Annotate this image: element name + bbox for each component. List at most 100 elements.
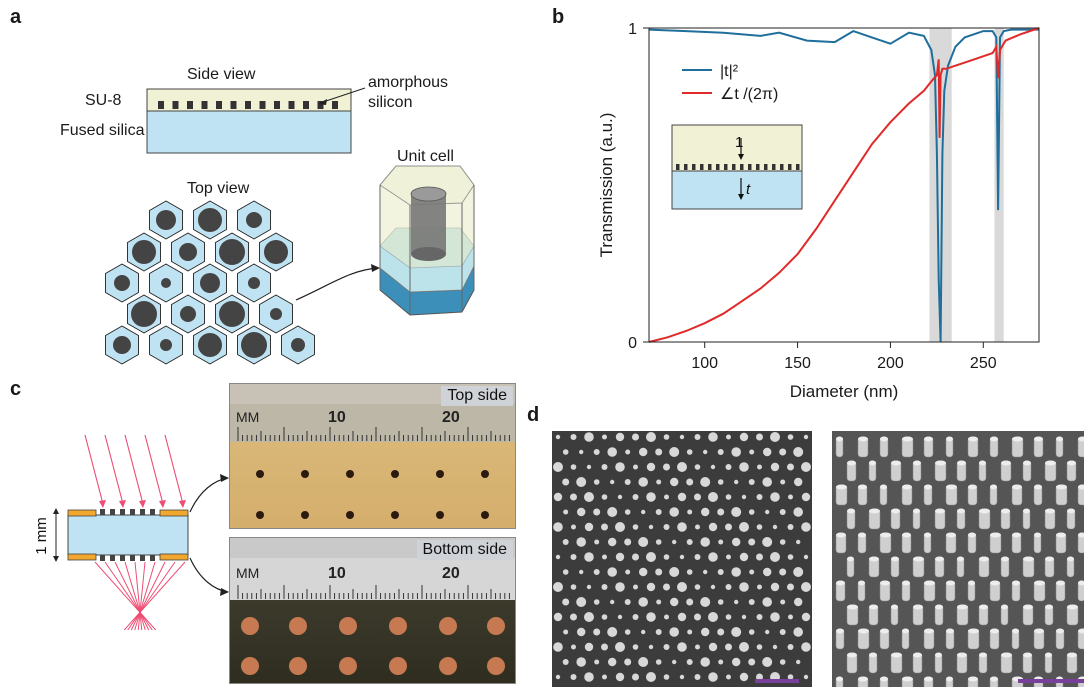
sem-pillar bbox=[563, 629, 569, 635]
sem-pillar bbox=[731, 507, 742, 517]
sem-pillar bbox=[700, 657, 710, 667]
sem-pillar bbox=[787, 463, 794, 471]
aperture-top-left bbox=[67, 509, 97, 517]
sem-pillar bbox=[694, 464, 701, 470]
sem-pillar bbox=[632, 644, 639, 650]
sem-pillar bbox=[748, 599, 755, 605]
sem-pillar bbox=[710, 464, 716, 470]
sem-pillar bbox=[607, 567, 617, 577]
sem-pillar bbox=[762, 597, 772, 607]
sem-pillar bbox=[656, 479, 662, 485]
sem-pillar bbox=[577, 507, 586, 517]
sem-pillar bbox=[677, 522, 687, 532]
aperture-dot bbox=[481, 470, 489, 478]
sem-pillar bbox=[593, 628, 601, 636]
lens-dot bbox=[439, 617, 457, 635]
sem-pillar bbox=[717, 508, 725, 516]
sem-pillar bbox=[793, 507, 803, 517]
sem-pillar-top bbox=[1034, 532, 1041, 538]
lens-dot bbox=[241, 617, 259, 635]
sem-pillar bbox=[686, 659, 693, 665]
sem-pillar bbox=[570, 554, 577, 560]
sem-pillar bbox=[615, 462, 625, 472]
sem-pillar bbox=[801, 612, 811, 622]
sem-pillar bbox=[570, 613, 577, 621]
sem-pillar-top bbox=[990, 484, 997, 490]
sem-pillar-top bbox=[935, 652, 942, 658]
sem-pillar bbox=[694, 493, 701, 501]
sem-pillar bbox=[562, 478, 570, 486]
lens-schematic: 1 mm bbox=[33, 434, 229, 631]
inset-pillar bbox=[732, 164, 736, 170]
silicon-pillars bbox=[158, 101, 338, 109]
sem-pillar bbox=[617, 614, 623, 620]
sem-pillar bbox=[670, 477, 679, 487]
sem-pillar bbox=[700, 537, 710, 547]
inset-pillar bbox=[788, 164, 792, 170]
aperture-dot bbox=[436, 511, 444, 519]
sem-pillar bbox=[555, 434, 561, 440]
inset-pillar bbox=[772, 164, 776, 170]
sem-pillar bbox=[555, 554, 561, 560]
sem-pillar-top bbox=[858, 580, 865, 586]
incident-rays bbox=[84, 434, 186, 508]
sem-pillar-top bbox=[1067, 508, 1075, 514]
sem-pillar bbox=[717, 599, 724, 605]
sem-pillar bbox=[553, 492, 563, 502]
sem-pillar-top bbox=[968, 532, 976, 538]
pillar-top bbox=[198, 333, 222, 357]
sem-pillar bbox=[663, 644, 670, 650]
silicon-pillar bbox=[317, 101, 324, 109]
sem-pillar bbox=[694, 554, 701, 560]
aperture-bottom-left bbox=[67, 553, 97, 561]
sem-pillar bbox=[739, 432, 749, 442]
pillar-top bbox=[113, 336, 131, 354]
silicon-pillar bbox=[158, 101, 164, 109]
sem-pillar bbox=[756, 614, 763, 620]
sem-pillar bbox=[756, 644, 763, 650]
sem-pillar-top bbox=[979, 508, 990, 514]
sem-pillar bbox=[601, 643, 608, 651]
sem-pillar-top bbox=[1012, 580, 1020, 586]
sem-pillar-top bbox=[990, 676, 998, 682]
sem-pillar bbox=[765, 629, 770, 635]
sem-pillar-top bbox=[1045, 508, 1055, 514]
sem-pillar-top bbox=[1012, 436, 1023, 442]
sem-pillar bbox=[770, 612, 780, 622]
chart-legend: |t|²∠t /(2π) bbox=[682, 63, 778, 103]
sem-pillar bbox=[553, 642, 563, 652]
sem-pillar bbox=[593, 479, 600, 485]
sem-pillar bbox=[803, 554, 809, 560]
lens-dot bbox=[487, 657, 505, 675]
sem-pillar-top bbox=[968, 580, 975, 586]
sem-pillar bbox=[669, 447, 680, 457]
sem-pillar-top bbox=[968, 484, 977, 490]
sem-pillar bbox=[801, 462, 811, 472]
aperture-dot bbox=[481, 511, 489, 519]
lens-dot bbox=[289, 657, 307, 675]
sem-pillar-top bbox=[913, 556, 924, 562]
lens-dot bbox=[339, 617, 357, 635]
sem-pillar bbox=[703, 569, 708, 575]
sem-pillar bbox=[632, 673, 639, 681]
sem-pillar bbox=[639, 447, 648, 457]
sem-pillar bbox=[570, 674, 577, 680]
sem-pillar-top bbox=[935, 604, 943, 610]
sem-pillar-top bbox=[935, 508, 945, 514]
sem-pillar bbox=[553, 462, 563, 472]
ray-arrowhead bbox=[179, 500, 186, 508]
sem-pillar bbox=[763, 567, 772, 577]
sem-pillar bbox=[663, 434, 670, 440]
sem-pillar bbox=[717, 628, 725, 636]
sem-pillar-top bbox=[847, 508, 855, 514]
inset-pillar bbox=[780, 164, 784, 170]
sem-pillar-top bbox=[924, 580, 935, 586]
sem-pillar-top bbox=[880, 580, 890, 586]
sem-pillar-top bbox=[1067, 460, 1076, 466]
aperture-dot bbox=[301, 470, 309, 478]
sem-pillar bbox=[757, 464, 762, 470]
sem-pillar bbox=[615, 432, 625, 442]
pillar-top bbox=[132, 240, 156, 264]
sem-pillar bbox=[731, 567, 741, 577]
silicon-pillar bbox=[245, 101, 251, 109]
